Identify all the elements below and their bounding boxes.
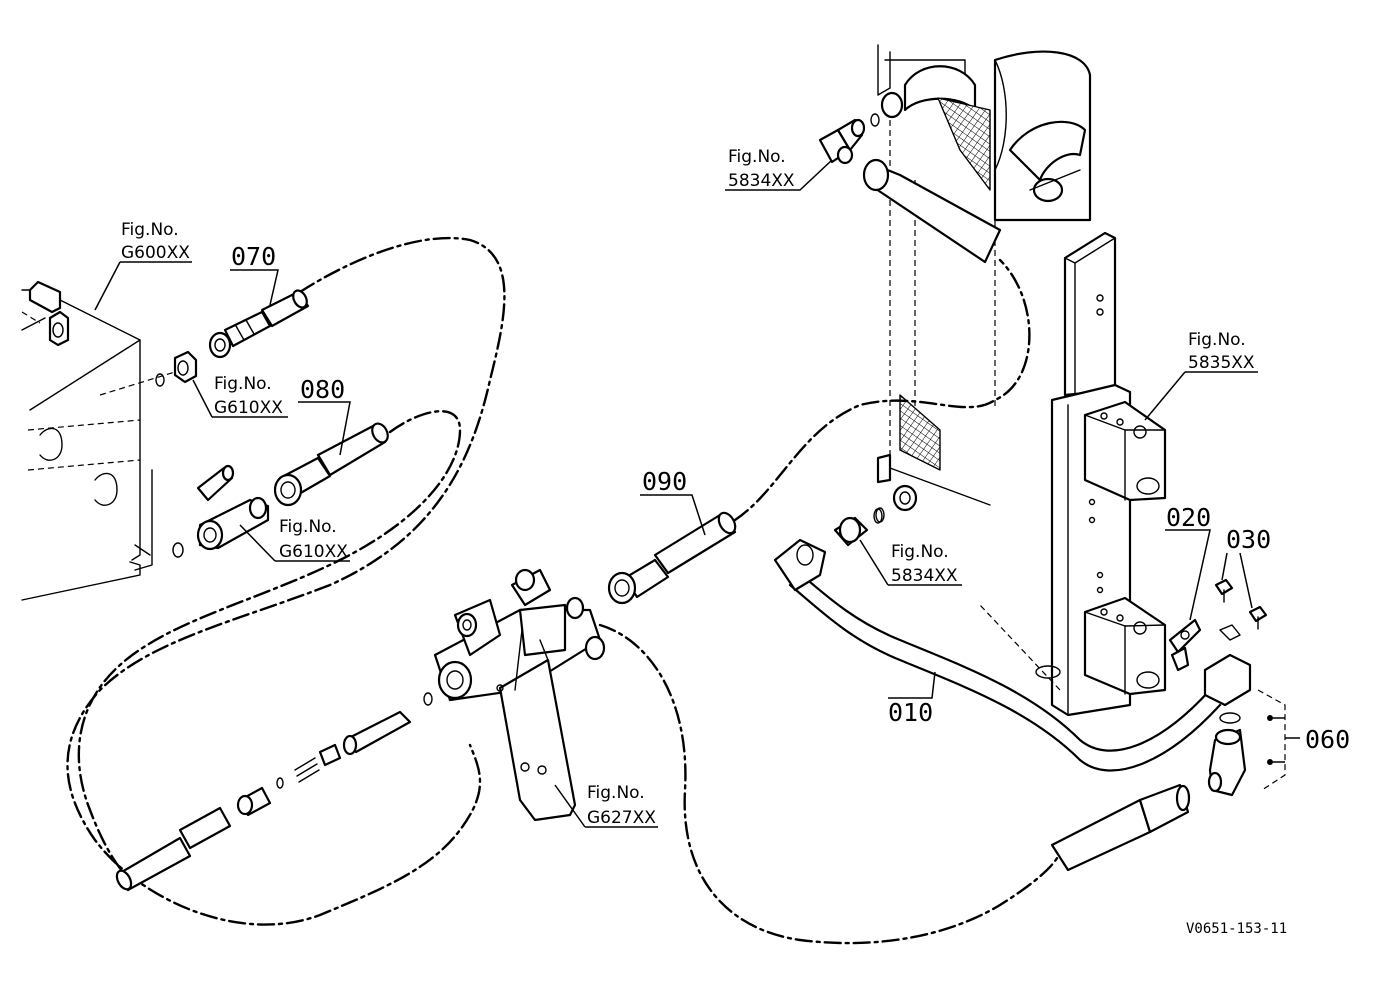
fig-no-heading: Fig.No. [891, 542, 949, 562]
bracket-020 [1168, 618, 1202, 672]
hose-080 [273, 422, 389, 507]
figure-reference-g627: Fig.No. G627XX [587, 783, 656, 828]
fig-ref-g600: G600XX [121, 243, 190, 263]
fig-ref-g610-upper: G610XX [214, 398, 283, 418]
figure-reference-g600: Fig.No. G600XX [121, 220, 190, 263]
fig-ref-5835: 5835XX [1188, 353, 1255, 373]
hose-070 [208, 289, 310, 359]
part-callout-070: 070 [231, 242, 276, 271]
bolts-030 [1214, 578, 1268, 641]
figure-reference-5834-top: Fig.No. 5834XX [728, 147, 795, 191]
part-callout-060: 060 [1305, 725, 1350, 754]
part-callout-080: 080 [300, 375, 345, 404]
elbow-060 [1207, 689, 1286, 797]
figure-reference-5834-mid: Fig.No. 5834XX [891, 542, 958, 586]
pipe-010 [773, 508, 1252, 772]
figure-reference-5835: Fig.No. 5835XX [1188, 330, 1255, 373]
control-valve-assembly [423, 568, 606, 822]
upper-elbow-and-hose [818, 113, 1002, 264]
part-callout-090: 090 [642, 467, 687, 496]
part-callout-010: 010 [888, 698, 933, 727]
leader-lines [94, 159, 1300, 828]
spool-and-spring [115, 710, 412, 892]
upright-frame [979, 231, 1167, 717]
part-callout-020: 020 [1166, 503, 1211, 532]
fig-no-heading: Fig.No. [279, 517, 337, 537]
drawing-code: V0651-153-11 [1186, 921, 1287, 937]
fig-ref-5834-mid: 5834XX [891, 566, 958, 586]
part-callout-030: 030 [1226, 525, 1271, 554]
fig-ref-g627: G627XX [587, 808, 656, 828]
fig-no-heading: Fig.No. [728, 147, 786, 167]
fig-no-heading: Fig.No. [214, 374, 272, 394]
hose-to-elbow [1050, 783, 1191, 872]
fig-ref-5834-top: 5834XX [728, 171, 795, 191]
fig-ref-g610-lower: G610XX [279, 542, 348, 562]
fig-no-heading: Fig.No. [121, 220, 179, 240]
hose-090 [607, 511, 737, 605]
fitting-upper [155, 350, 198, 387]
hose-lines [66, 236, 1062, 945]
fig-no-heading: Fig.No. [587, 783, 645, 803]
fig-no-heading: Fig.No. [1188, 330, 1246, 350]
figure-reference-g610-lower: Fig.No. G610XX [279, 517, 348, 562]
hydraulic-tank [21, 280, 176, 601]
figure-reference-g610-upper: Fig.No. G610XX [214, 374, 283, 418]
engine-frame-structure [875, 44, 1092, 523]
valve-fitting-lower [172, 464, 270, 558]
